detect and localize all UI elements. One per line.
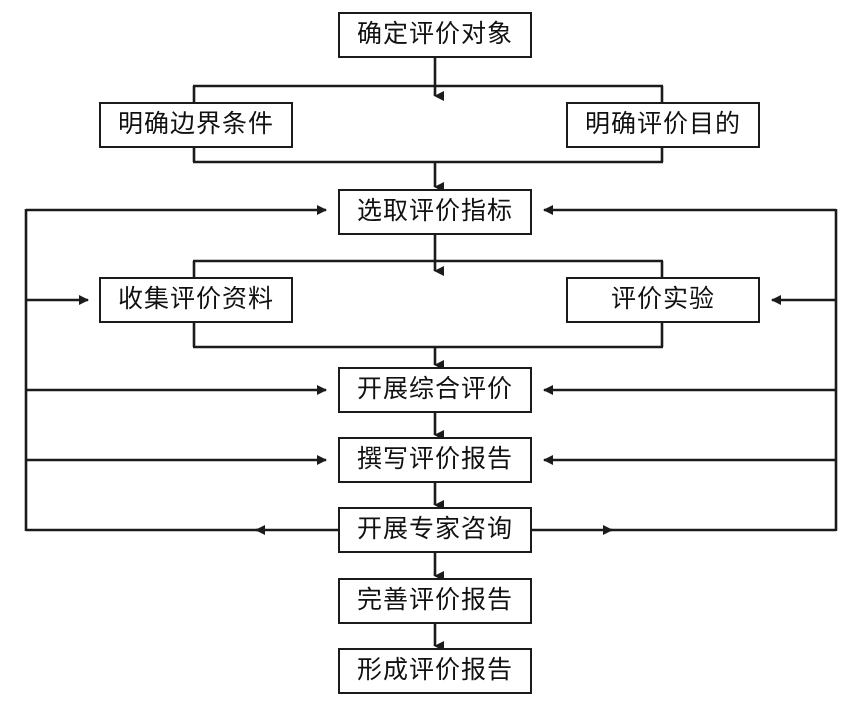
node-conduct-expert-consultation[interactable]: 开展专家咨询 bbox=[338, 507, 532, 553]
node-label: 形成评价报告 bbox=[356, 656, 513, 684]
node-label: 收集评价资料 bbox=[117, 285, 274, 313]
node-select-evaluation-indicators[interactable]: 选取评价指标 bbox=[338, 189, 532, 235]
node-label: 评价实验 bbox=[610, 285, 715, 313]
node-label: 完善评价报告 bbox=[356, 586, 513, 614]
node-label: 明确边界条件 bbox=[117, 110, 274, 138]
node-determine-evaluation-object[interactable]: 确定评价对象 bbox=[338, 12, 532, 58]
node-improve-evaluation-report[interactable]: 完善评价报告 bbox=[338, 578, 532, 624]
node-label: 确定评价对象 bbox=[356, 20, 513, 48]
node-form-evaluation-report[interactable]: 形成评价报告 bbox=[338, 648, 532, 694]
node-label: 撰写评价报告 bbox=[356, 445, 513, 473]
node-label: 选取评价指标 bbox=[356, 197, 513, 225]
node-evaluation-experiment[interactable]: 评价实验 bbox=[566, 277, 760, 323]
node-label: 开展专家咨询 bbox=[356, 515, 513, 543]
node-collect-evaluation-data[interactable]: 收集评价资料 bbox=[99, 277, 293, 323]
node-clarify-evaluation-purpose[interactable]: 明确评价目的 bbox=[566, 102, 760, 148]
node-label: 明确评价目的 bbox=[584, 110, 741, 138]
node-label: 开展综合评价 bbox=[356, 375, 513, 403]
node-clarify-boundary-conditions[interactable]: 明确边界条件 bbox=[99, 102, 293, 148]
node-write-evaluation-report[interactable]: 撰写评价报告 bbox=[338, 437, 532, 483]
node-conduct-comprehensive-evaluation[interactable]: 开展综合评价 bbox=[338, 367, 532, 413]
